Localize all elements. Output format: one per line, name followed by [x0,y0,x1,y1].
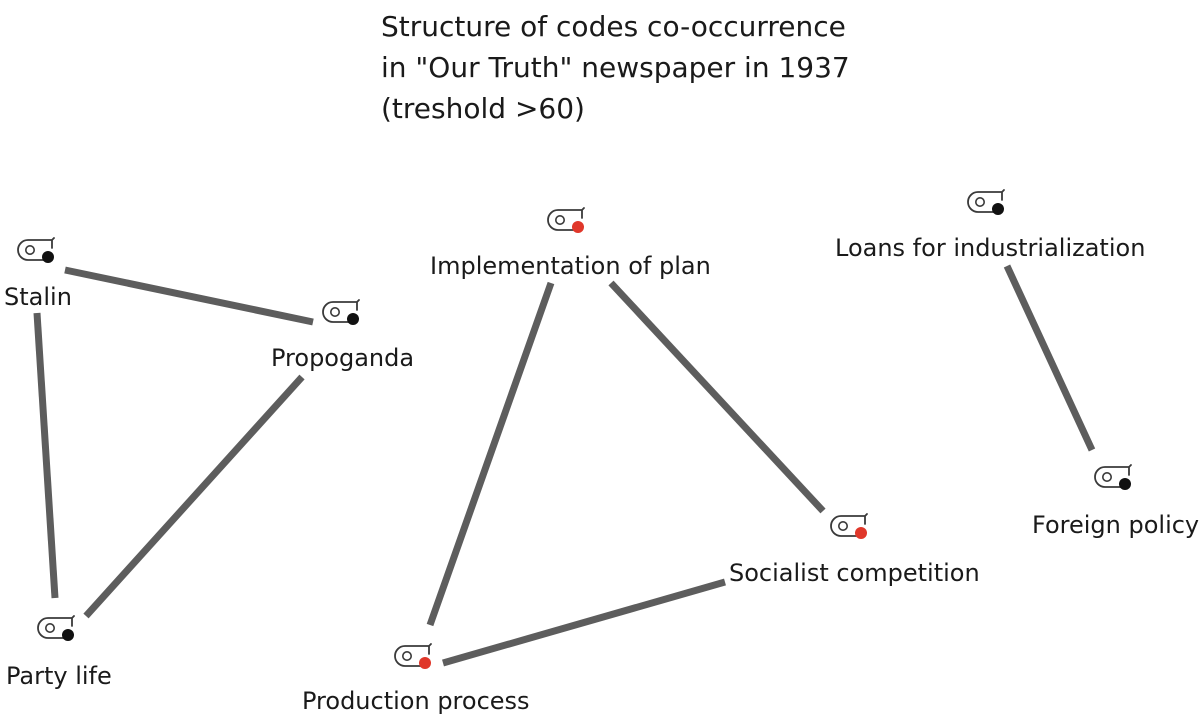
node-socialist[interactable]: Socialist competition [729,513,980,587]
code-icon-outline [547,207,585,231]
code-status-dot [42,251,54,263]
code-status-dot [347,313,359,325]
edge-implementation-socialist [608,280,826,514]
diagram-title: Structure of codes co-occurrence in "Our… [381,6,850,129]
node-implementation[interactable]: Implementation of plan [430,207,711,280]
code-icon-ring [45,623,55,633]
edge-propoganda-party_life [83,374,305,619]
edge-stalin-propoganda [64,266,314,326]
node-label: Foreign policy [1032,511,1199,539]
title-line-2: in "Our Truth" newspaper in 1937 [381,51,850,84]
code-icon [967,189,1005,215]
title-line-1: Structure of codes co-occurrence [381,10,846,43]
code-icon-outline [394,643,432,667]
code-icon-outline [967,189,1005,213]
code-icon-outline [37,615,75,639]
edge-implementation-production [426,281,555,627]
code-status-dot [419,657,431,669]
code-icon-outline [322,299,360,323]
code-icon [1094,464,1132,490]
code-icon [37,615,75,641]
node-foreign[interactable]: Foreign policy [1032,464,1199,539]
code-icon-ring [838,521,848,531]
code-status-dot [1119,478,1131,490]
code-icon-outline [1094,464,1132,488]
code-status-dot [992,203,1004,215]
node-label: Party life [6,662,112,690]
edge-loans-foreign [1003,264,1096,452]
node-production[interactable]: Production process [302,643,530,715]
code-icon [547,207,585,233]
code-icon-ring [25,245,35,255]
code-icon-ring [555,215,565,225]
code-icon-ring [1102,472,1112,482]
node-propoganda[interactable]: Propoganda [271,299,414,372]
node-stalin[interactable]: Stalin [4,237,72,311]
code-icon-outline [17,237,55,261]
node-label: Socialist competition [729,559,980,587]
code-status-dot [855,527,867,539]
code-icon [830,513,868,539]
code-icon-ring [402,651,412,661]
title-line-3: (treshold >60) [381,92,585,125]
node-label: Loans for industrialization [835,234,1145,262]
code-status-dot [572,221,584,233]
node-label: Implementation of plan [430,252,711,280]
edge-production-socialist [442,578,726,667]
code-status-dot [62,629,74,641]
node-label: Production process [302,687,530,715]
code-icon [17,237,55,263]
node-label: Propoganda [271,344,414,372]
code-icon-outline [830,513,868,537]
code-icon [322,299,360,325]
node-loans[interactable]: Loans for industrialization [835,189,1145,262]
code-icon-ring [975,197,985,207]
code-icon-ring [330,307,340,317]
code-icon [394,643,432,669]
edge-stalin-party_life [33,312,59,599]
node-party-life[interactable]: Party life [6,615,112,690]
node-label: Stalin [4,283,72,311]
